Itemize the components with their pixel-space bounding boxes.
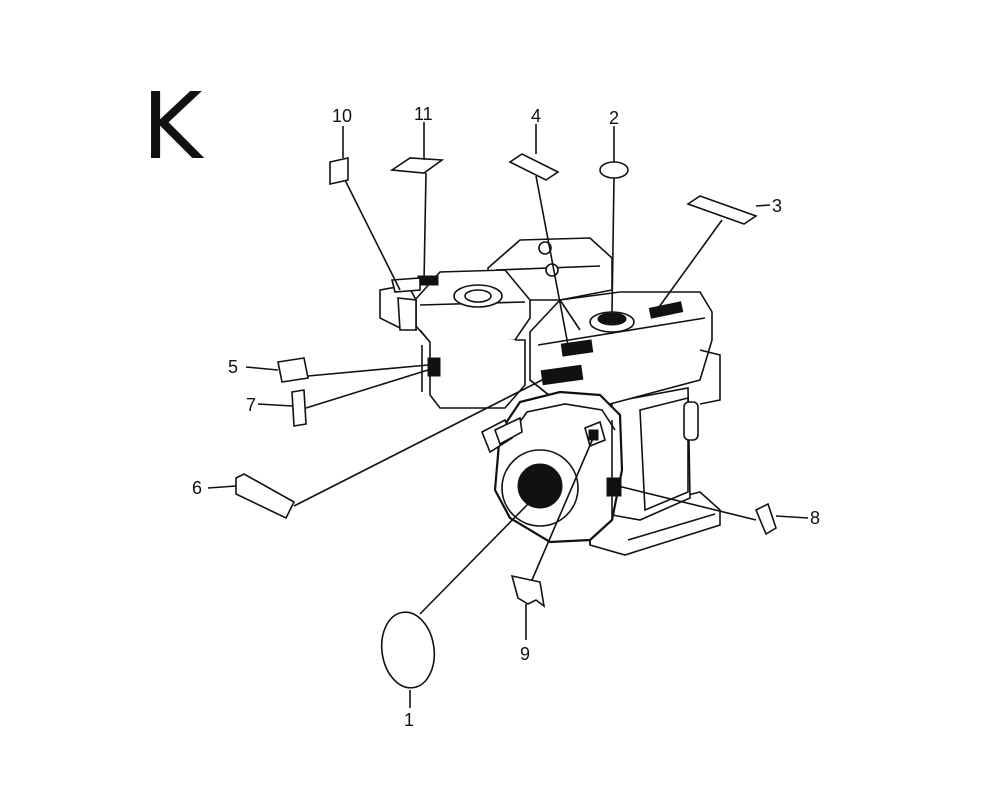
callout-9: 9 [520,644,530,664]
callout-1: 1 [404,710,414,730]
callout-2: 2 [609,108,619,128]
callout-3: 3 [772,196,782,216]
section-letter: K [142,73,205,180]
decal-3-shape [686,195,758,225]
decal-6-shape [235,473,296,520]
decal-2-shape [599,161,629,179]
decal-4-shape [508,153,560,181]
callout-5: 5 [228,357,238,377]
callout-labels: 10 11 4 2 3 5 7 6 8 9 1 [192,104,820,730]
callout-4: 4 [531,106,541,126]
callout-8: 8 [810,508,820,528]
engine-illustration [379,237,721,556]
decal-1-shape [380,611,436,689]
decal-7-shape [291,389,307,427]
leader-lines [207,122,809,708]
decal-10-shape [329,157,349,185]
callout-11: 11 [414,104,433,124]
callout-10: 10 [332,106,352,126]
decal-8-shape [754,502,777,536]
callout-7: 7 [246,395,256,415]
decal-parts [235,153,777,689]
decal-11-shape [389,157,445,174]
decal-5-shape [277,357,309,383]
decal-9-shape [510,574,546,608]
callout-6: 6 [192,478,202,498]
